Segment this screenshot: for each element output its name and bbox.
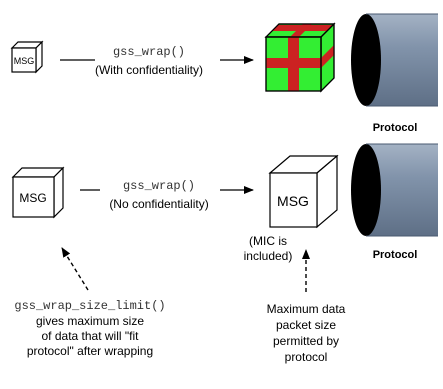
top-label-backdrop [95, 40, 220, 82]
top-protocol-label: Protocol [373, 122, 418, 134]
size-limit-note-line4: protocol" after wrapping [27, 344, 153, 358]
bottom-confidentiality-note: (No confidentiality) [109, 197, 208, 211]
top-confidentiality-note: (With confidentiality) [95, 63, 203, 77]
bottom-label-backdrop [100, 176, 220, 216]
encrypted-gift-box [264, 22, 336, 93]
packet-size-note-line3: permitted by [273, 334, 339, 348]
bottom-protocol-label: Protocol [373, 249, 418, 261]
top-protocol-cylinder [351, 13, 438, 107]
size-limit-function-name: gss_wrap_size_limit() [14, 299, 165, 313]
mic-note-line1: (MIC is [249, 234, 287, 248]
size-limit-note-line2: gives maximum size [36, 314, 144, 328]
packet-size-note-line1: Maximum data [267, 302, 346, 316]
size-limit-note-line3: of data that will "fit [42, 329, 140, 343]
mic-note-line2: included) [244, 249, 293, 263]
top-gss-wrap-label: gss_wrap() [113, 45, 185, 59]
top-msg-cube: MSG [10, 40, 44, 74]
size-limit-dashed-arrow [61, 247, 89, 291]
top-msg-label: MSG [14, 56, 35, 66]
output-msg-label: MSG [277, 193, 309, 209]
bottom-msg-cube: MSG [11, 166, 65, 219]
bottom-msg-label: MSG [19, 191, 46, 205]
packet-size-note-line4: protocol [285, 350, 328, 364]
output-msg-cube: MSG [268, 154, 339, 229]
bottom-gss-wrap-label: gss_wrap() [123, 179, 195, 193]
packet-size-note-line2: packet size [276, 318, 336, 332]
bottom-protocol-cylinder [351, 143, 438, 237]
